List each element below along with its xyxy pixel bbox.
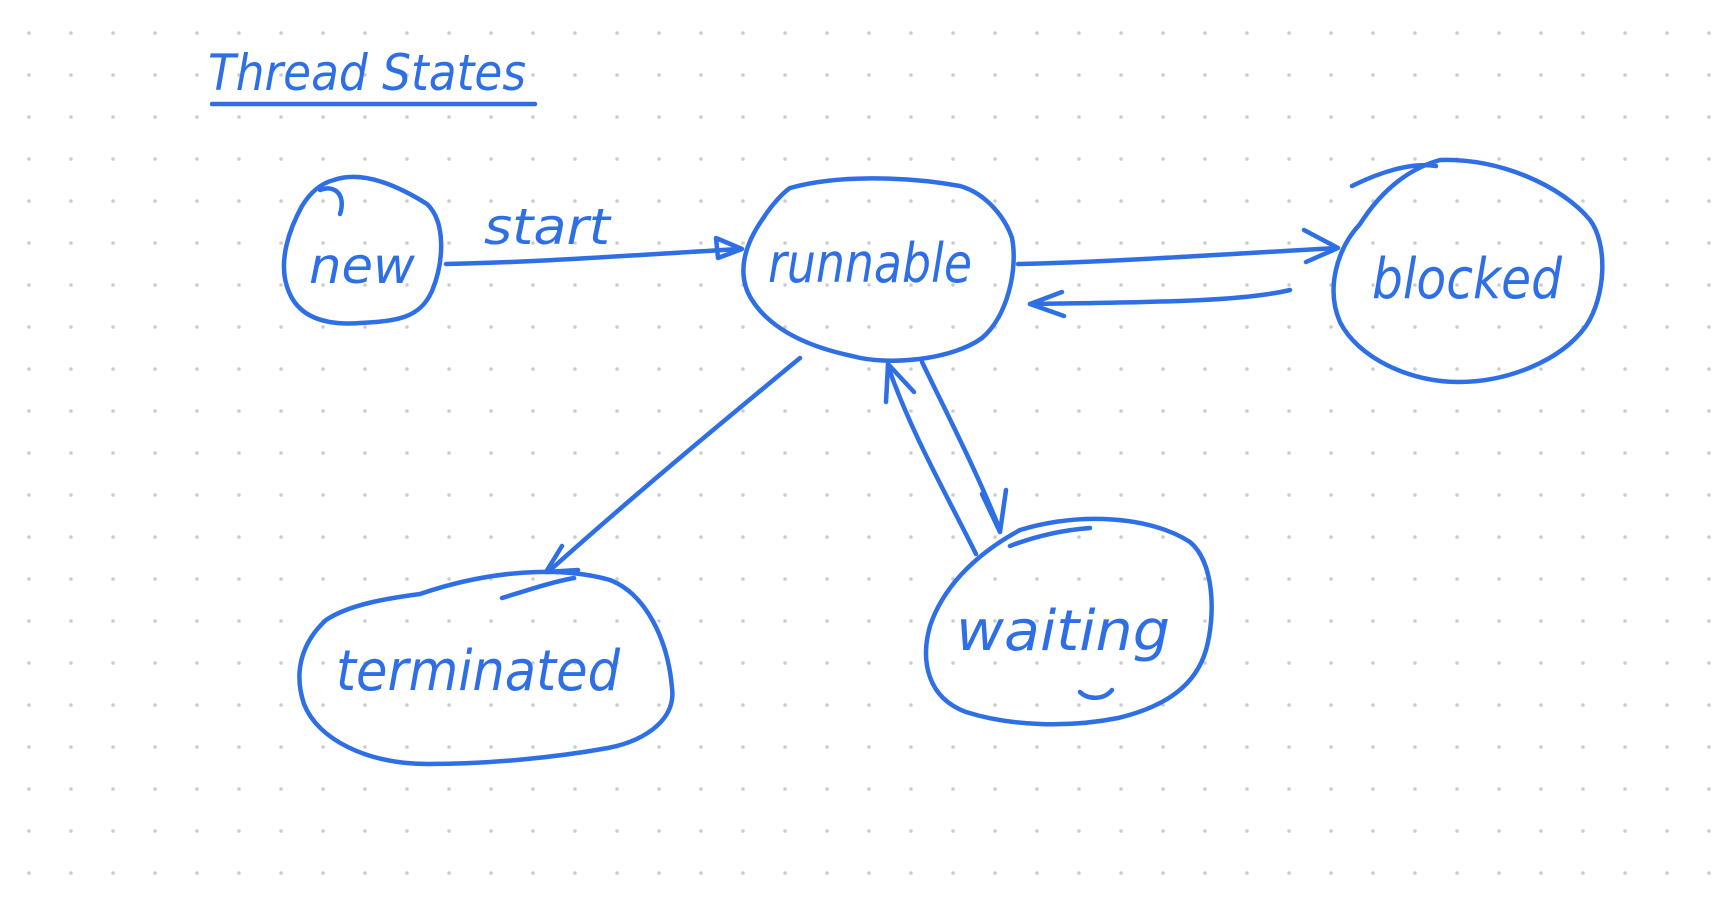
arrow-runnable-to-terminated <box>545 355 803 575</box>
state-waiting-outline-overlap <box>1007 525 1093 549</box>
state-waiting-g-tail <box>1077 687 1115 700</box>
transition-start: start <box>443 198 745 267</box>
state-terminated-outline-overlap <box>499 575 577 601</box>
state-terminated: terminated <box>297 569 675 767</box>
arrow-blocked-to-runnable <box>1027 287 1293 307</box>
state-blocked-outline-overlap <box>1349 162 1439 189</box>
state-waiting-label: waiting <box>956 599 1170 664</box>
arrowhead-new-to-runnable <box>713 235 745 261</box>
arrow-new-to-runnable <box>443 246 743 267</box>
arrowhead-runnable-to-terminated <box>543 543 581 575</box>
state-terminated-label: terminated <box>336 639 620 704</box>
state-waiting: waiting <box>923 516 1214 727</box>
transition-start-label: start <box>484 198 613 256</box>
state-new-outline-tick <box>317 186 344 217</box>
state-new: new <box>281 174 444 326</box>
arrow-waiting-to-runnable <box>885 363 979 557</box>
state-terminated-outline <box>297 569 675 767</box>
state-blocked: blocked <box>1331 157 1605 385</box>
transition-blocked-to-runnable <box>1027 287 1293 319</box>
state-blocked-label: blocked <box>1372 247 1562 312</box>
transition-runnable-to-blocked <box>1015 227 1341 267</box>
transition-runnable-to-terminated <box>543 355 803 575</box>
arrowhead-runnable-to-waiting <box>979 487 1009 535</box>
diagram-title: Thread States <box>208 44 526 102</box>
transition-runnable-to-waiting <box>919 359 1009 535</box>
arrowhead-runnable-to-blocked <box>1301 227 1341 265</box>
state-runnable-outline <box>741 176 1016 363</box>
state-new-outline <box>281 174 444 326</box>
arrow-runnable-to-blocked <box>1015 245 1339 267</box>
state-waiting-outline <box>923 516 1214 727</box>
state-runnable-label: runnable <box>768 232 972 295</box>
state-new-label: new <box>309 237 415 295</box>
arrowhead-blocked-to-runnable <box>1027 289 1067 319</box>
transition-waiting-to-runnable <box>883 361 979 557</box>
arrowhead-waiting-to-runnable <box>883 361 917 405</box>
state-blocked-outline <box>1331 157 1605 385</box>
state-runnable: runnable <box>741 176 1016 363</box>
